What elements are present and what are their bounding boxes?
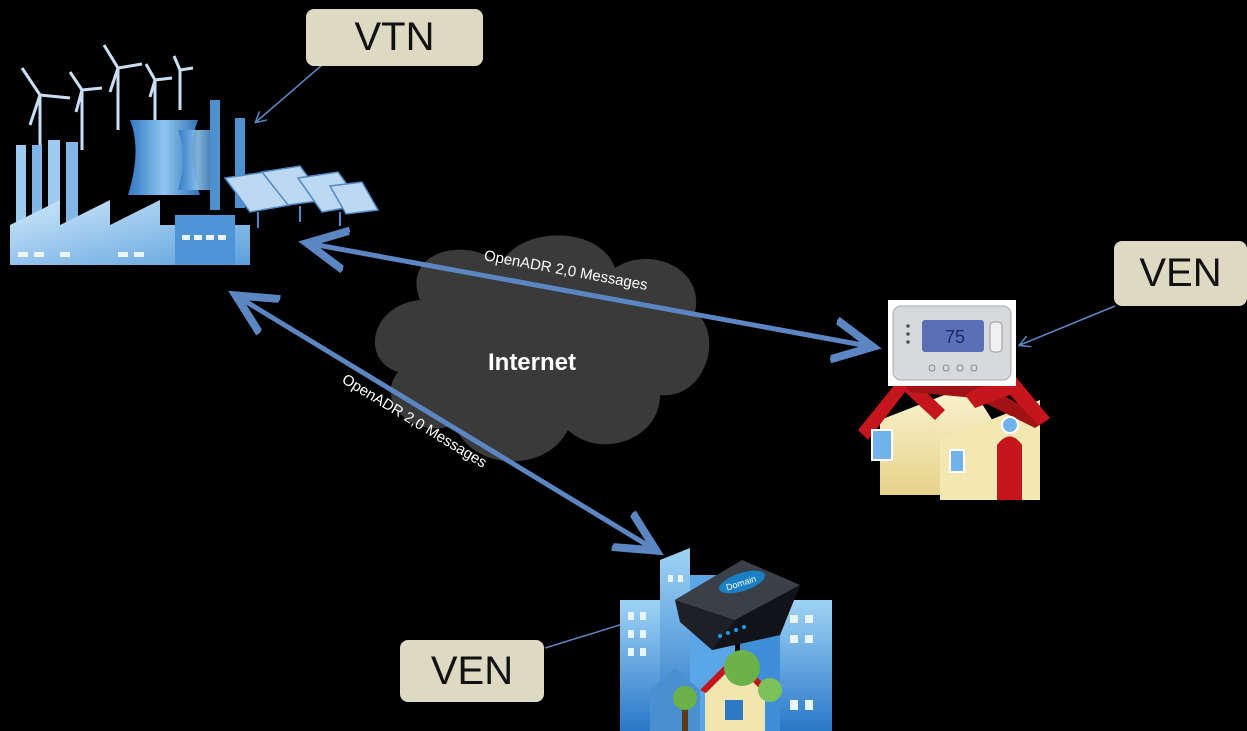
vtn-pointer-line <box>256 64 323 122</box>
power-plant-icon <box>10 44 380 265</box>
vtn-label: VTN <box>306 9 483 66</box>
cloud-label: Internet <box>488 349 576 376</box>
vtn-label-text: VTN <box>354 15 435 59</box>
router-icon <box>675 560 800 650</box>
ven-house-pointer-line <box>1020 305 1116 345</box>
ven-city-label: VEN <box>400 640 544 702</box>
house-icon <box>858 370 1050 500</box>
link-arrow-city <box>240 298 652 548</box>
ven-house-label-text: VEN <box>1139 251 1222 295</box>
ven-city-label-text: VEN <box>430 648 514 693</box>
thermostat-icon <box>888 300 1016 386</box>
thermostat-reading: 75 <box>945 327 965 347</box>
ven-house-label: VEN <box>1114 241 1247 306</box>
